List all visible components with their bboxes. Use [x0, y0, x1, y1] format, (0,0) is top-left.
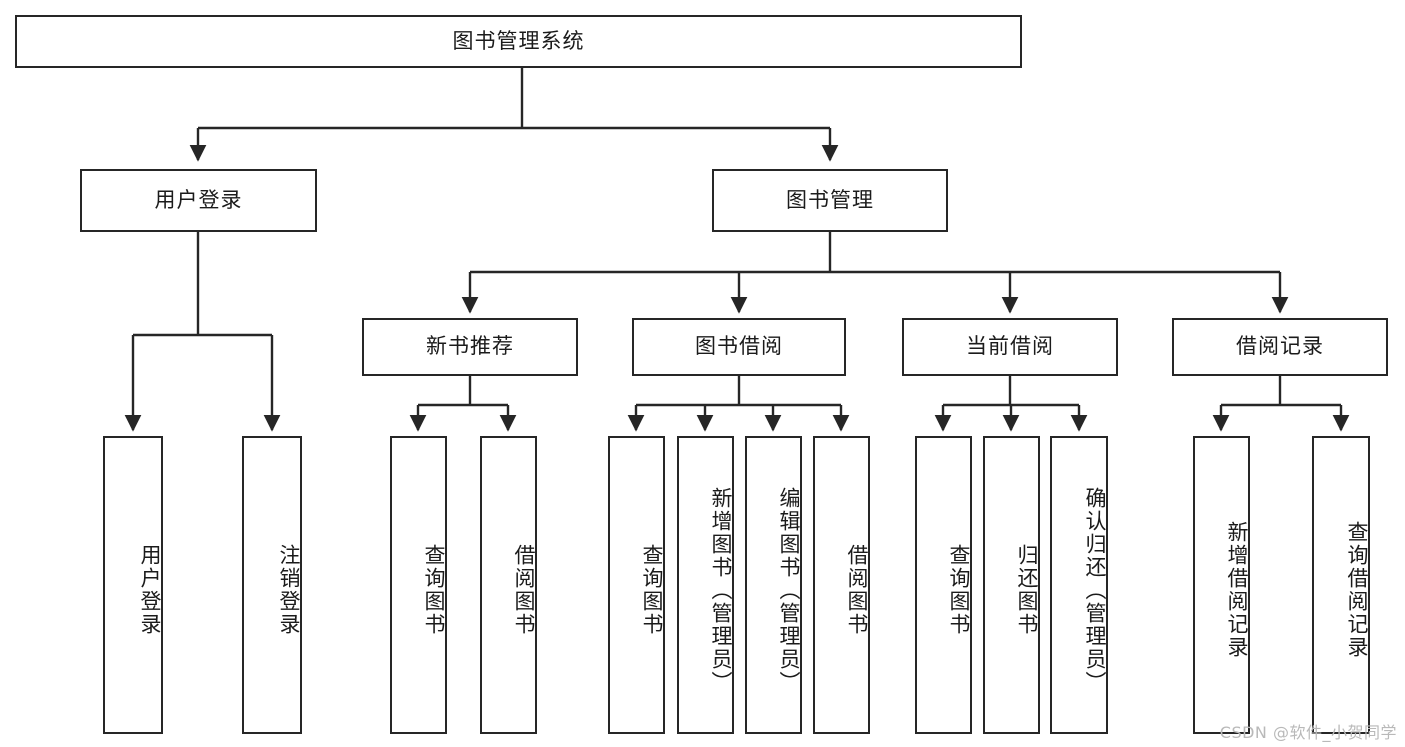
leaf-book-borrow-4[interactable]: 借阅图书 — [813, 436, 870, 734]
leaf-current-borrow-2[interactable]: 归还图书 — [983, 436, 1040, 734]
leaf-new-book-1[interactable]: 查询图书 — [390, 436, 447, 734]
leaf-borrow-record-2[interactable]: 查询借阅记录 — [1312, 436, 1370, 734]
leaf-user-login-2-label: 注销登录 — [277, 544, 301, 636]
node-current-borrow[interactable]: 当前借阅 — [902, 318, 1118, 376]
node-new-book-recommend[interactable]: 新书推荐 — [362, 318, 578, 376]
leaf-borrow-record-1-label: 新增借阅记录 — [1225, 521, 1249, 659]
leaf-current-borrow-1-label: 查询图书 — [947, 544, 971, 636]
leaf-user-login-1-label: 用户登录 — [138, 544, 162, 636]
leaf-new-book-1-label: 查询图书 — [422, 544, 446, 636]
node-borrow-record[interactable]: 借阅记录 — [1172, 318, 1388, 376]
leaf-user-login-1[interactable]: 用户登录 — [103, 436, 163, 734]
node-root-label: 图书管理系统 — [452, 28, 585, 53]
leaf-book-borrow-3[interactable]: 编辑图书（管理员） — [745, 436, 802, 734]
node-user-login-label: 用户登录 — [154, 187, 243, 212]
node-book-manage-label: 图书管理 — [786, 187, 874, 212]
leaf-book-borrow-1-label: 查询图书 — [640, 544, 664, 636]
leaf-current-borrow-2-label: 归还图书 — [1015, 544, 1039, 636]
leaf-book-borrow-1[interactable]: 查询图书 — [608, 436, 665, 734]
node-user-login[interactable]: 用户登录 — [80, 169, 317, 232]
node-current-borrow-label: 当前借阅 — [966, 334, 1054, 359]
leaf-book-borrow-3-label: 编辑图书（管理员） — [777, 486, 801, 694]
leaf-current-borrow-3[interactable]: 确认归还（管理员） — [1050, 436, 1108, 734]
node-book-borrow[interactable]: 图书借阅 — [632, 318, 846, 376]
leaf-user-login-2[interactable]: 注销登录 — [242, 436, 302, 734]
watermark: CSDN @软件_小贺同学 — [1219, 723, 1397, 742]
leaf-current-borrow-3-label: 确认归还（管理员） — [1083, 486, 1107, 694]
leaf-new-book-2[interactable]: 借阅图书 — [480, 436, 537, 734]
leaf-borrow-record-2-label: 查询借阅记录 — [1345, 521, 1369, 659]
leaf-current-borrow-1[interactable]: 查询图书 — [915, 436, 972, 734]
leaf-book-borrow-2-label: 新增图书（管理员） — [709, 486, 733, 694]
leaf-borrow-record-1[interactable]: 新增借阅记录 — [1193, 436, 1250, 734]
leaf-book-borrow-4-label: 借阅图书 — [845, 544, 869, 636]
node-new-book-recommend-label: 新书推荐 — [426, 334, 514, 359]
node-book-manage[interactable]: 图书管理 — [712, 169, 948, 232]
node-book-borrow-label: 图书借阅 — [695, 334, 783, 359]
leaf-book-borrow-2[interactable]: 新增图书（管理员） — [677, 436, 734, 734]
leaf-new-book-2-label: 借阅图书 — [512, 544, 536, 636]
node-root[interactable]: 图书管理系统 — [15, 15, 1022, 68]
node-borrow-record-label: 借阅记录 — [1236, 334, 1324, 359]
